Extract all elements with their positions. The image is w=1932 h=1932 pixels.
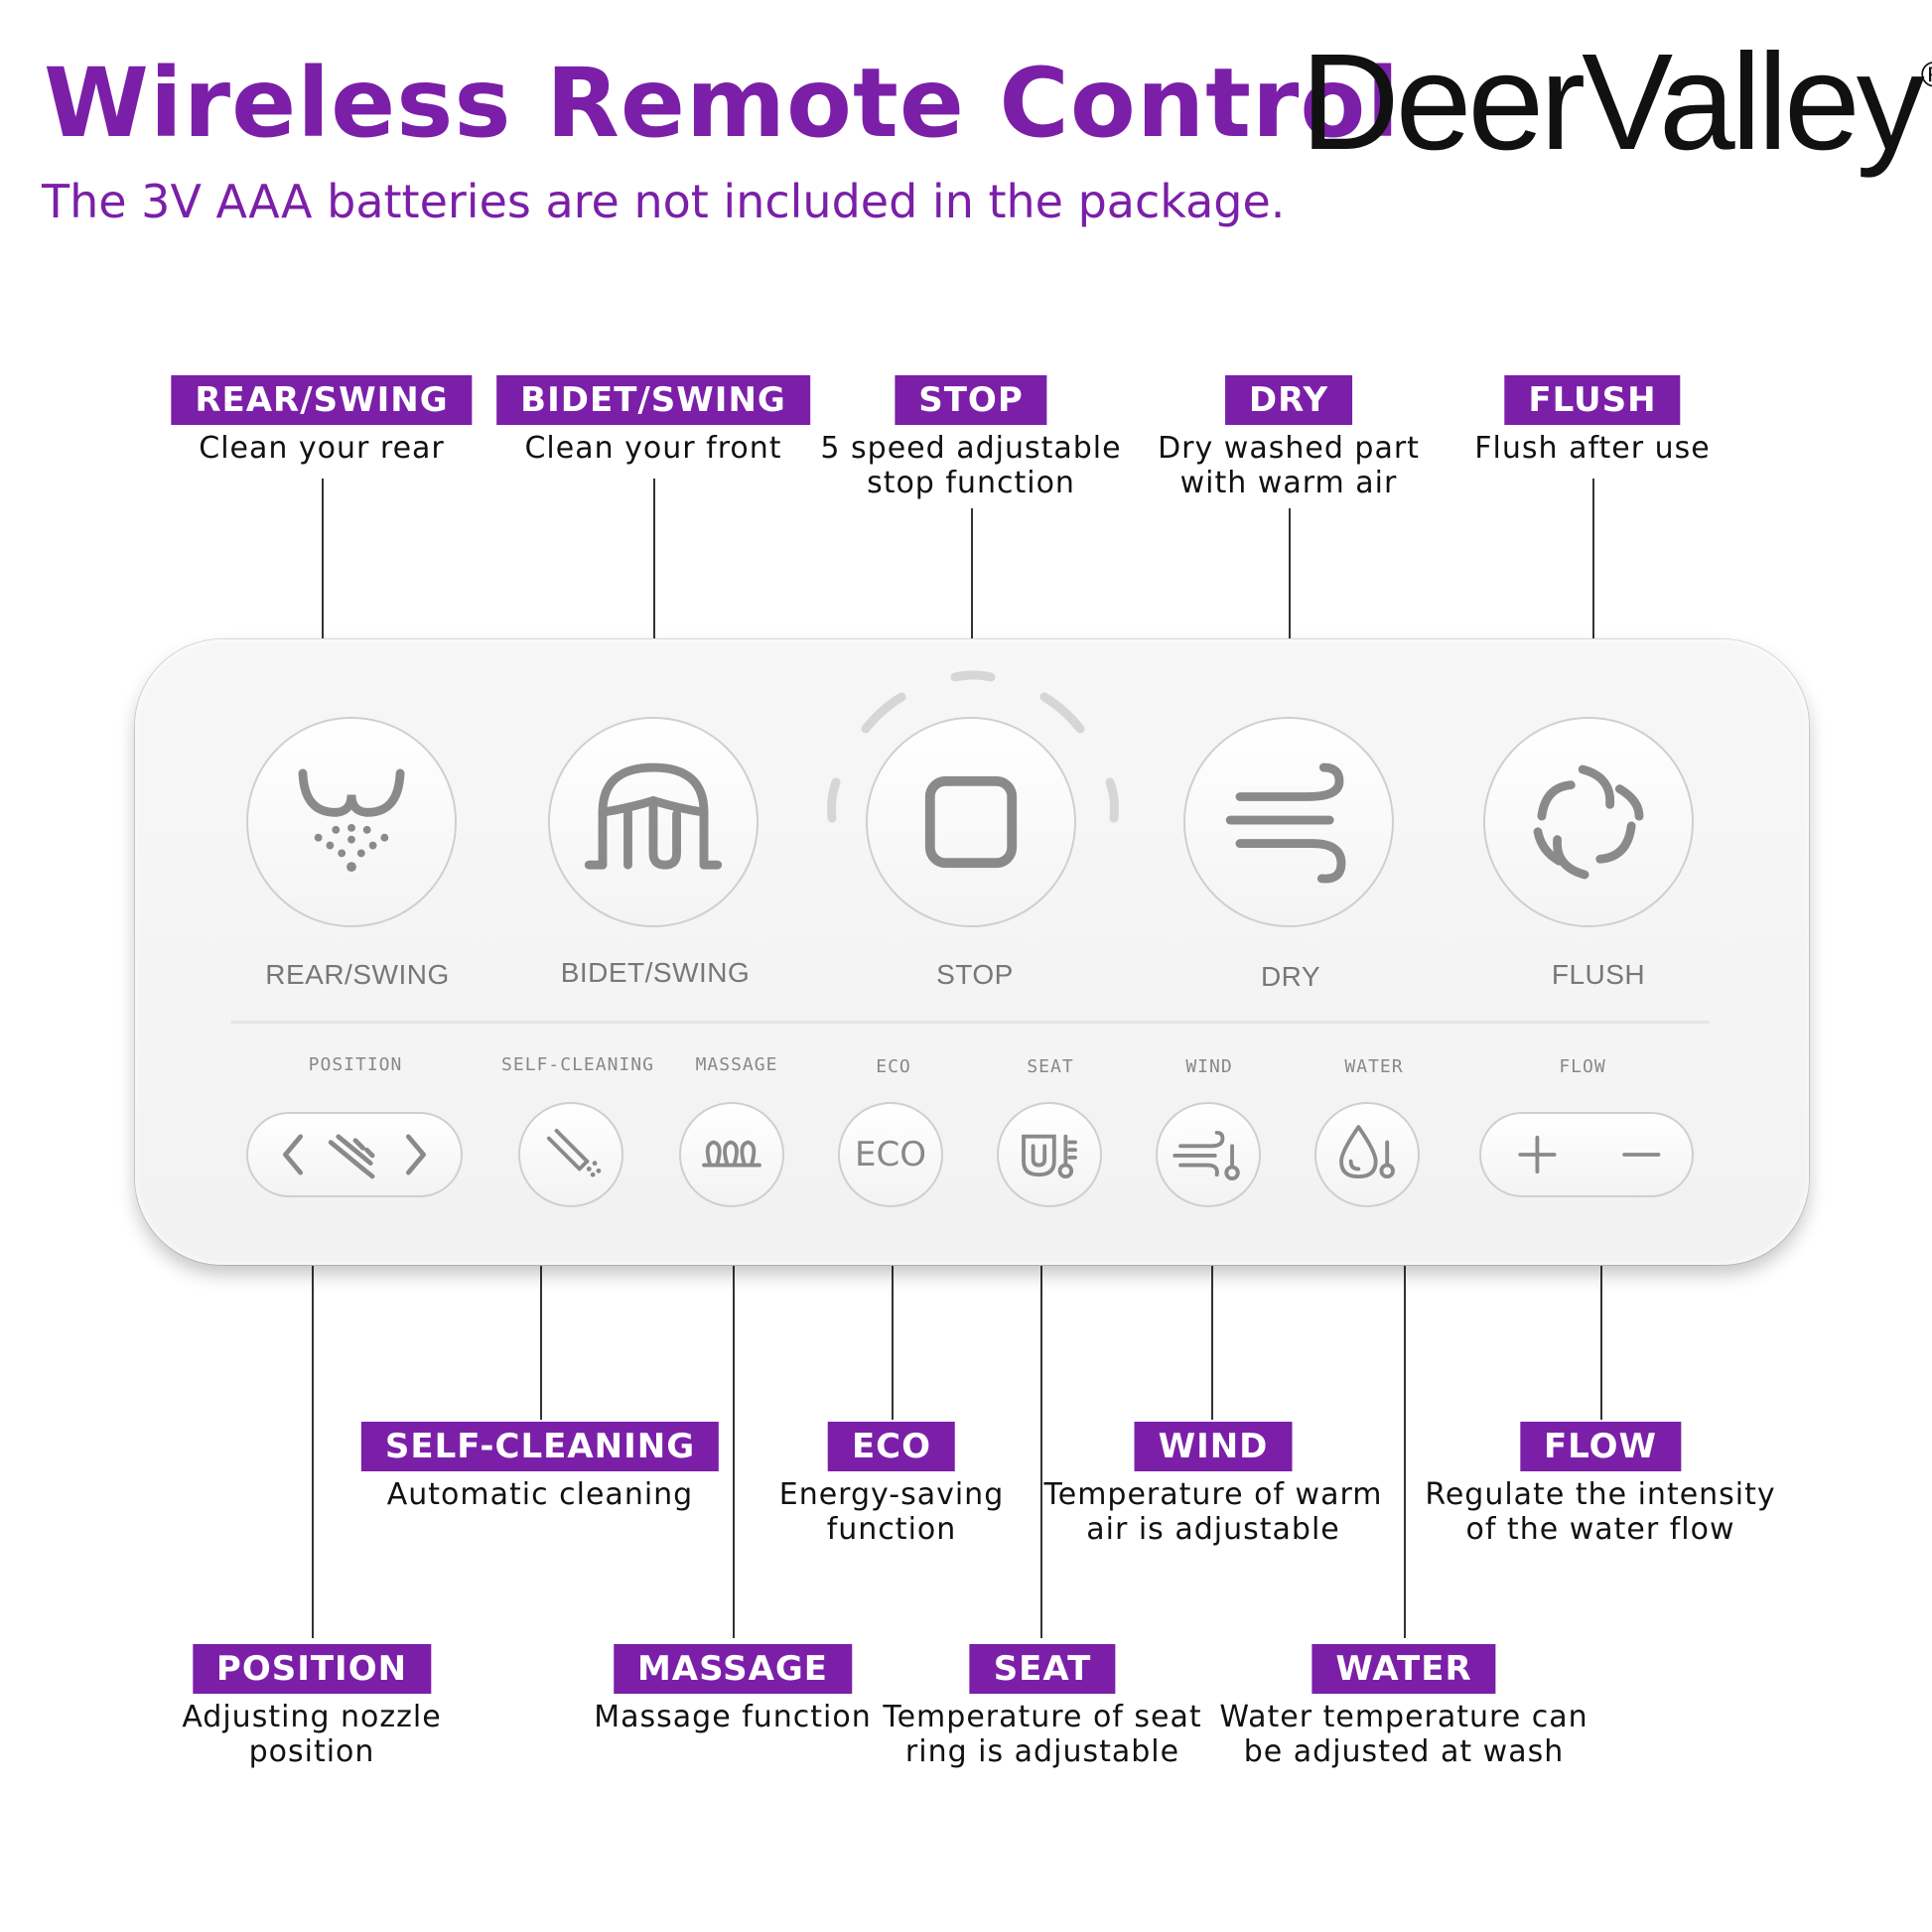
- callout-desc: Clean your rear: [199, 431, 445, 466]
- self-cleaning-button[interactable]: [518, 1102, 623, 1207]
- callout-massage: MASSAGE Massage function: [594, 1644, 872, 1734]
- seat-temperature-icon: [1022, 1134, 1077, 1179]
- callout-desc: Massage function: [594, 1700, 872, 1734]
- massage-coil-icon: [702, 1140, 761, 1168]
- brand-logo: DeerValley®: [1301, 26, 1932, 179]
- callout-label: POSITION: [192, 1644, 432, 1694]
- callout-label: WATER: [1311, 1644, 1496, 1694]
- wind-button[interactable]: [1156, 1102, 1261, 1207]
- leader-eco: [892, 1207, 894, 1420]
- callout-desc: Flush after use: [1474, 431, 1711, 466]
- callout-desc: Clean your front: [524, 431, 782, 466]
- flow-control-shape: [1518, 1135, 1661, 1174]
- flow-control: [1479, 1112, 1694, 1197]
- callout-rear-swing: REAR/SWING Clean your rear: [171, 375, 473, 466]
- label-rear-swing: REAR/SWING: [265, 959, 450, 990]
- stop-button[interactable]: [866, 717, 1076, 927]
- flush-swirl-icon: [1533, 764, 1644, 880]
- callout-bidet-swing: BIDET/SWING Clean your front: [496, 375, 810, 466]
- label-position: POSITION: [308, 1054, 403, 1075]
- flow-minus-button[interactable]: [1592, 1122, 1688, 1187]
- nozzle-position-icon: [283, 1134, 426, 1179]
- callout-label: DRY: [1224, 375, 1353, 425]
- rear-wash-icon: [298, 768, 405, 873]
- flush-button[interactable]: [1483, 717, 1694, 927]
- bidet-swing-button[interactable]: [548, 717, 759, 927]
- leader-position: [312, 1199, 314, 1638]
- leader-flow: [1600, 1197, 1602, 1420]
- leader-rear: [322, 479, 324, 719]
- wind-dry-icon: [1225, 762, 1346, 884]
- stop-speed-indicator-icon: [827, 670, 1119, 823]
- leader-seat: [1040, 1207, 1042, 1638]
- wind-temperature-icon: [1173, 1130, 1240, 1180]
- label-self-cleaning: SELF-CLEANING: [501, 1054, 654, 1075]
- label-flow: FLOW: [1559, 1056, 1606, 1077]
- label-water: WATER: [1344, 1056, 1404, 1077]
- label-flush: FLUSH: [1551, 959, 1646, 990]
- dry-button[interactable]: [1183, 717, 1394, 927]
- page-title: Wireless Remote Control: [44, 48, 1401, 159]
- leader-flush: [1592, 479, 1594, 715]
- label-wind: WIND: [1185, 1056, 1233, 1077]
- label-stop: STOP: [936, 959, 1014, 990]
- callout-label: BIDET/SWING: [496, 375, 810, 425]
- callout-label: ECO: [827, 1422, 956, 1471]
- callout-label: FLOW: [1519, 1422, 1682, 1471]
- callout-label: REAR/SWING: [171, 375, 473, 425]
- leader-self-cleaning: [540, 1199, 542, 1420]
- stop-square-icon: [924, 775, 1018, 869]
- leader-dry: [1289, 508, 1291, 715]
- callout-label: MASSAGE: [613, 1644, 853, 1694]
- seat-button[interactable]: [997, 1102, 1102, 1207]
- leader-bidet: [653, 479, 655, 715]
- leader-water: [1404, 1195, 1406, 1638]
- battery-note: The 3V AAA batteries are not included in…: [42, 175, 1286, 228]
- label-bidet-swing: BIDET/SWING: [560, 957, 751, 988]
- callout-label: SEAT: [969, 1644, 1116, 1694]
- leader-wind: [1211, 1207, 1213, 1420]
- callout-flush: FLUSH Flush after use: [1474, 375, 1710, 466]
- water-button[interactable]: [1314, 1102, 1420, 1207]
- label-dry: DRY: [1260, 961, 1321, 992]
- label-eco: ECO: [876, 1056, 911, 1077]
- massage-button[interactable]: [679, 1102, 784, 1207]
- callout-label: WIND: [1134, 1422, 1293, 1471]
- eco-button-text: ECO: [855, 1135, 926, 1174]
- leader-stop: [971, 508, 973, 715]
- remote-divider: [230, 1021, 1710, 1024]
- callout-label: SELF-CLEANING: [360, 1422, 720, 1471]
- label-massage: MASSAGE: [695, 1054, 778, 1075]
- label-seat: SEAT: [1027, 1056, 1074, 1077]
- flow-plus-button[interactable]: [1489, 1122, 1585, 1187]
- nozzle-clean-icon: [546, 1129, 602, 1177]
- position-button[interactable]: [246, 1112, 463, 1197]
- callout-self-cleaning: SELF-CLEANING Automatic cleaning: [360, 1422, 720, 1512]
- bidet-wash-icon: [584, 762, 723, 870]
- leader-massage: [733, 1207, 735, 1638]
- water-temperature-icon: [1339, 1125, 1395, 1179]
- callout-label: FLUSH: [1504, 375, 1681, 425]
- eco-button[interactable]: ECO: [838, 1102, 943, 1207]
- callout-label: STOP: [895, 375, 1047, 425]
- callout-desc: Automatic cleaning: [386, 1477, 694, 1512]
- rear-swing-button[interactable]: [246, 717, 457, 927]
